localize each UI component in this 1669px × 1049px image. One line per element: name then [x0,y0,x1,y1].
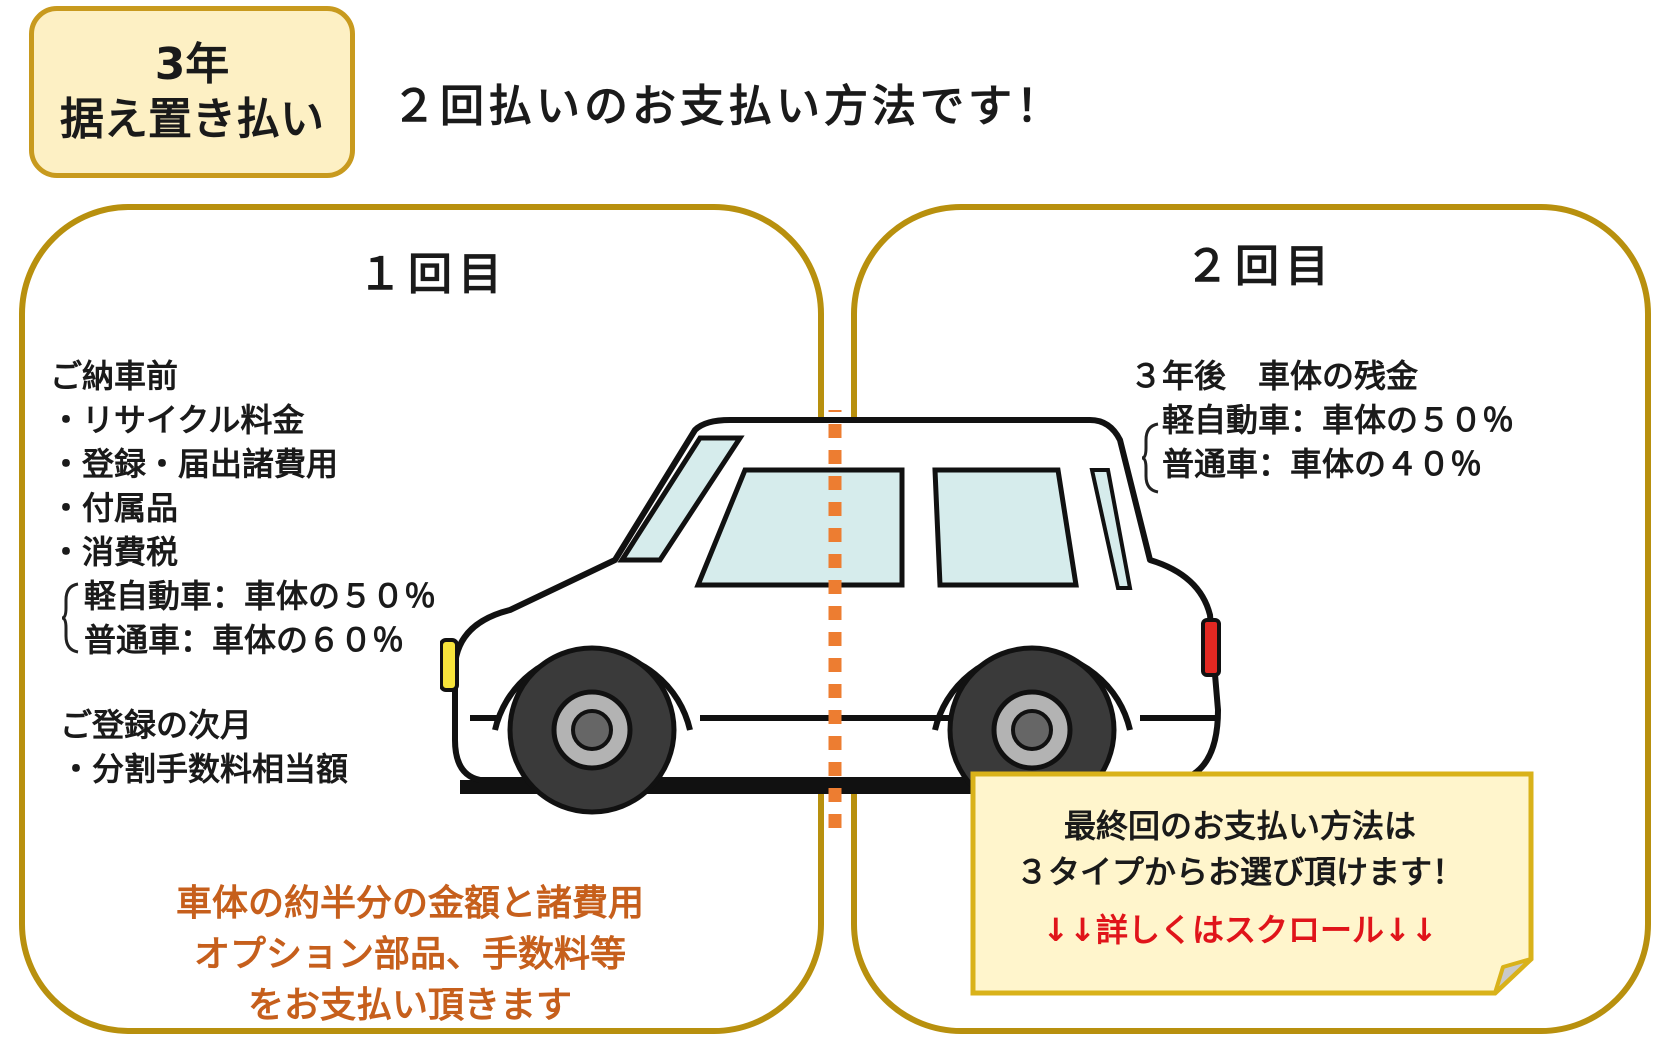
bracket-line: 普通車：車体の６０％ [84,621,405,659]
first-payment-title: １回目 [358,249,508,300]
right-brace [1141,422,1159,494]
summary-line: 車体の約半分の金額と諸費用 [175,883,644,924]
rear-door-window [932,467,1079,588]
second-payment-title: ２回目 [1185,241,1335,292]
badge-years: 3年 [154,39,230,90]
scroll-hint: ↓↓詳しくはスクロール↓↓ [1042,911,1438,949]
summary-line: オプション部品、手数料等 [193,934,626,975]
headlight [440,638,459,692]
three-years-later-heading: ３年後 車体の残金 [1130,357,1419,395]
car-illustration [440,410,1221,830]
list-item: ・分割手数料相当額 [60,750,349,788]
first-payment-summary: 車体の約半分の金額と諸費用 オプション部品、手数料等 をお支払い頂きます [130,878,690,1031]
plan-badge: 3年 据え置き払い [29,6,355,178]
list-item: ・消費税 [50,533,179,571]
bracket-line: 普通車：車体の４０％ [1162,445,1483,483]
note-fold-icon [1493,957,1533,995]
list-item: ・付属品 [50,489,179,527]
scroll-hint-note: 最終回のお支払い方法は ３タイプからお選び頂けます！ ↓↓詳しくはスクロール↓↓ [970,771,1534,997]
bracket-line: 軽自動車：車体の５０％ [84,577,437,615]
before-delivery-heading: ご納車前 [50,357,179,395]
front-door-window [694,467,905,588]
taillight [1201,618,1221,677]
list-item: ・リサイクル料金 [50,401,305,439]
note-shape [970,771,1534,996]
rear-quarter-window [1089,468,1133,590]
after-registration-heading: ご登録の次月 [60,706,253,744]
note-line: 最終回のお支払い方法は [1063,807,1416,845]
badge-plan-name: 据え置き払い [60,94,324,145]
left-brace [61,582,79,654]
page-headline: ２回払いのお支払い方法です！ [392,81,1064,132]
front-window [617,435,745,563]
bracket-line: 軽自動車：車体の５０％ [1162,401,1515,439]
note-line: ３タイプからお選び頂けます！ [1015,853,1464,891]
summary-line: をお支払い頂きます [247,985,572,1026]
list-item: ・登録・届出諸費用 [50,445,339,483]
